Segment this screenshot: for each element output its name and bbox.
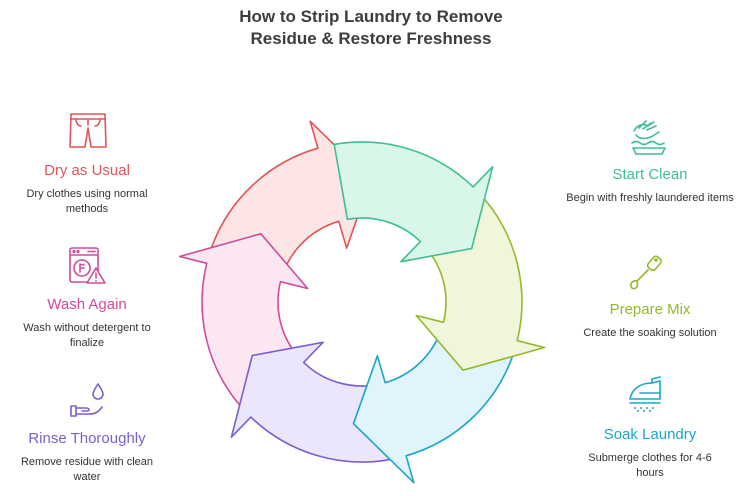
step-dry-as-usual: Dry as Usual Dry clothes using normal me… [2, 162, 172, 217]
iron-steam-icon [629, 376, 661, 412]
shorts-icon [69, 113, 107, 148]
diagram-title: How to Strip Laundry to Remove Residue &… [0, 6, 742, 50]
step-title-rinse-thoroughly: Rinse Thoroughly [28, 430, 146, 447]
hand-washing-icon [631, 120, 666, 155]
cycle-arrow-rinse-thoroughly [230, 341, 391, 463]
cycle-arrow-soak-laundry [352, 329, 514, 484]
hand-water-drop-icon [70, 383, 104, 417]
step-desc-start-clean: Begin with freshly laundered items [566, 192, 734, 204]
step-prepare-mix: Prepare Mix Create the soaking solution [560, 301, 740, 341]
cycle-arrow-dry-as-usual [210, 120, 372, 275]
step-desc-prepare-mix: Create the soaking solution [583, 327, 717, 339]
step-desc-dry-as-usual: Dry clothes using normal methods [26, 188, 148, 215]
title-line-2: Residue & Restore Freshness [250, 29, 492, 48]
step-wash-again: Wash Again Wash without detergent to fin… [2, 296, 172, 351]
step-desc-soak-laundry: Submerge clothes for 4-6 hours [588, 452, 712, 479]
title-line-1: How to Strip Laundry to Remove [239, 7, 503, 26]
step-title-dry-as-usual: Dry as Usual [44, 162, 130, 179]
step-rinse-thoroughly: Rinse Thoroughly Remove residue with cle… [2, 430, 172, 485]
cycle-arrow-start-clean [333, 141, 494, 263]
step-title-wash-again: Wash Again [47, 296, 127, 313]
step-title-soak-laundry: Soak Laundry [603, 426, 697, 443]
step-desc-wash-again: Wash without detergent to finalize [23, 322, 151, 349]
step-title-start-clean: Start Clean [612, 166, 688, 183]
hand-mixer-icon [630, 255, 662, 290]
washing-machine-warning-icon [69, 247, 106, 284]
step-title-prepare-mix: Prepare Mix [609, 301, 691, 318]
step-desc-rinse-thoroughly: Remove residue with clean water [20, 456, 154, 483]
step-soak-laundry: Soak Laundry Submerge clothes for 4-6 ho… [560, 426, 740, 481]
step-start-clean: Start Clean Begin with freshly laundered… [560, 166, 740, 206]
